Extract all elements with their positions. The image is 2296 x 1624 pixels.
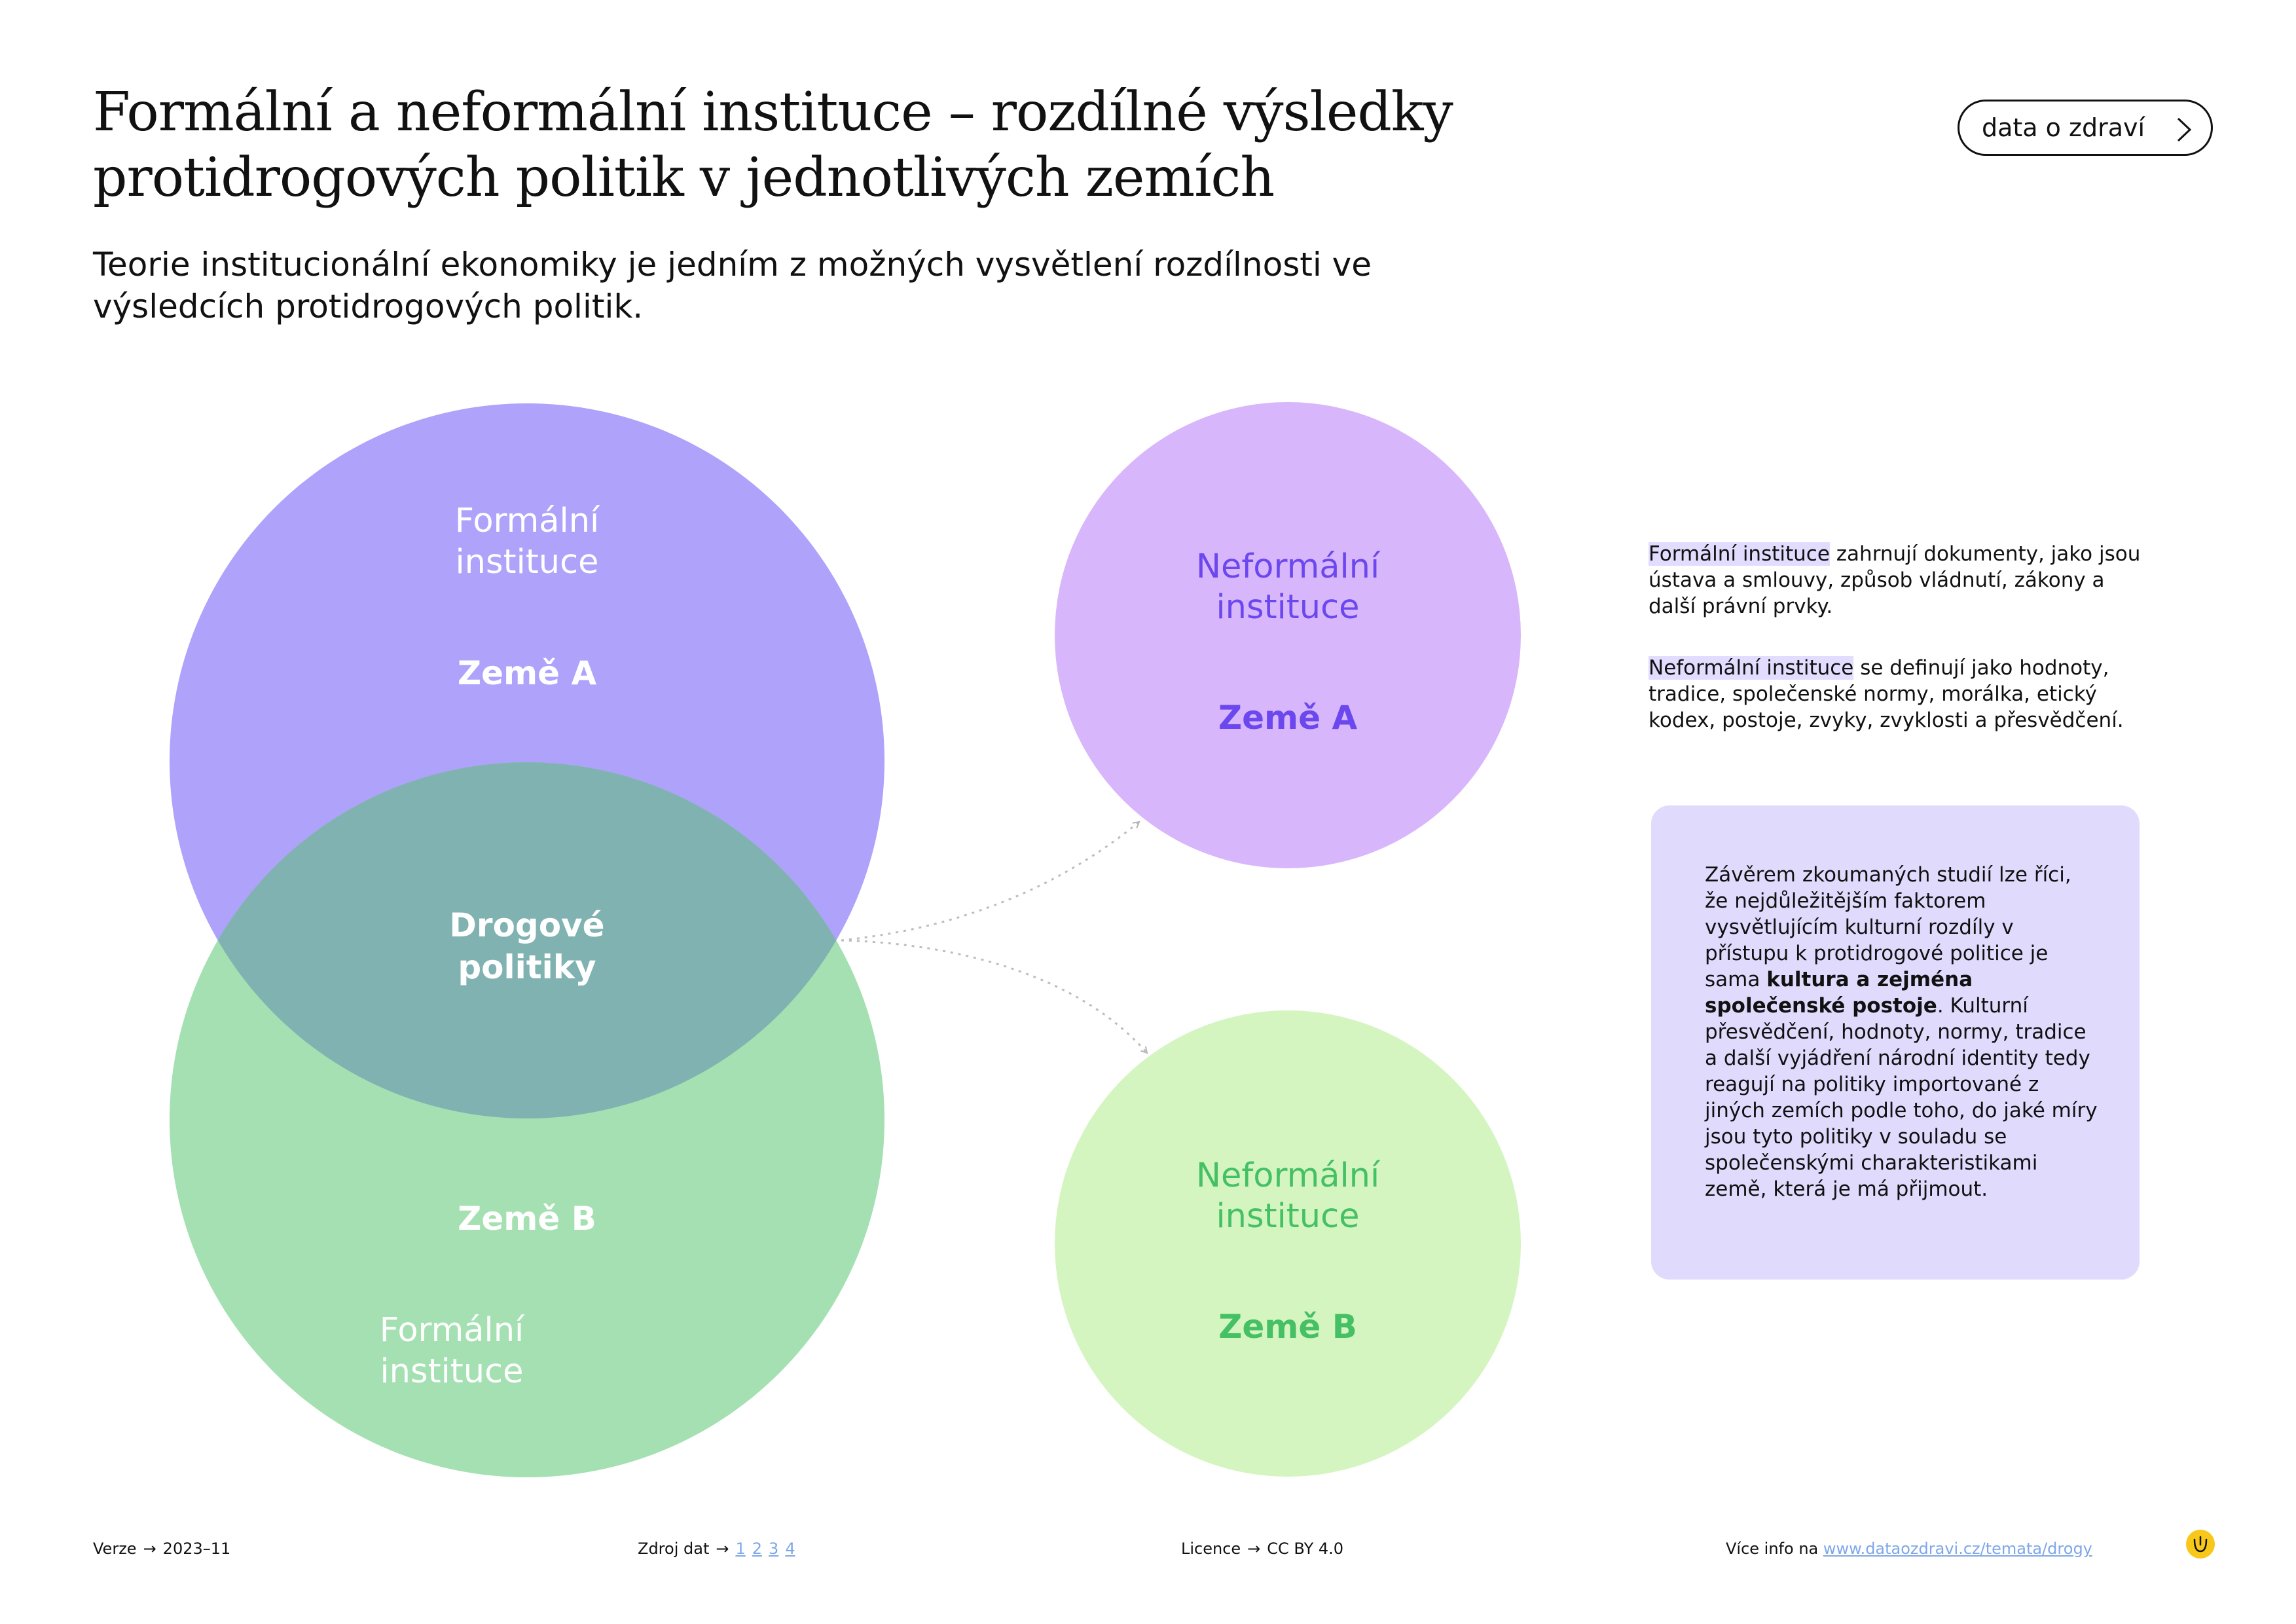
formal-institutions-definition: Formální instituce zahrnují dokumenty, j… (1649, 541, 2146, 619)
small-top-label-line2: instituce (1216, 588, 1360, 627)
formal-institutions-term: Formální instituce (1649, 542, 1830, 566)
big-bottom-country: Země B (458, 1200, 596, 1238)
small-top-country: Země A (1218, 699, 1358, 737)
big-top-country: Země A (458, 654, 597, 692)
big-bottom-label-line1: Formální (380, 1311, 525, 1350)
footer-license: Licence → CC BY 4.0 (1181, 1539, 1343, 1559)
more-info-link[interactable]: www.dataozdravi.cz/temata/drogy (1823, 1540, 2092, 1558)
license-value: CC BY 4.0 (1267, 1540, 1344, 1558)
informal-institutions-definition: Neformální instituce se definují jako ho… (1649, 655, 2146, 733)
overlap-label-line1: Drogové (449, 906, 604, 944)
small-bottom-country: Země B (1218, 1308, 1357, 1346)
overlap-label-line2: politiky (458, 948, 596, 986)
conclusion-text: Závěrem zkoumaných studií lze říci, že n… (1705, 862, 2098, 1202)
page-title: Formální a neformální instituce – rozdíl… (93, 81, 1453, 209)
big-top-label-line2: instituce (456, 543, 599, 581)
version-label: Verze (93, 1540, 137, 1558)
chevron-right-icon (2177, 117, 2192, 142)
arrow-right-icon: → (143, 1540, 156, 1558)
connector-arrow-to-country-a (841, 822, 1139, 942)
formal-institutions-text: zahrnují dokumenty, jako jsou ústava a s… (1649, 542, 2141, 618)
source-link-3[interactable]: 3 (769, 1540, 779, 1558)
source-link-4[interactable]: 4 (785, 1540, 795, 1558)
footer-version: Verze → 2023–11 (93, 1539, 230, 1559)
source-link-1[interactable]: 1 (735, 1540, 746, 1558)
informal-institutions-term: Neformální instituce (1649, 656, 1854, 680)
small-top-label-line1: Neformální (1196, 547, 1381, 586)
small-bottom-label-line2: instituce (1216, 1197, 1360, 1236)
conclusion-text-bold: kultura a zejména společenské postoje (1705, 968, 1973, 1018)
source-link-2[interactable]: 2 (752, 1540, 763, 1558)
data-o-zdravi-button[interactable]: data o zdraví (1958, 100, 2213, 156)
arrow-right-icon: → (716, 1540, 729, 1558)
big-top-label-line1: Formální (455, 502, 600, 540)
license-label: Licence (1181, 1540, 1241, 1558)
source-label: Zdroj dat (638, 1540, 710, 1558)
footer-more-info: Více info na www.dataozdravi.cz/temata/d… (1726, 1539, 2092, 1559)
conclusion-text-before: Závěrem zkoumaných studií lze říci, že n… (1705, 863, 2071, 991)
informal-institutions-country-b-circle (1055, 1010, 1521, 1477)
more-info-label: Více info na (1726, 1540, 1819, 1558)
small-bottom-label-line1: Neformální (1196, 1156, 1381, 1195)
drug-policy-overlap (170, 762, 884, 1118)
conclusion-text-after: . Kulturní přesvědčení, hodnoty, normy, … (1705, 994, 2098, 1201)
connector-arrow-to-country-b (841, 939, 1147, 1053)
version-value: 2023–11 (162, 1540, 231, 1558)
arrow-right-icon: → (1247, 1540, 1261, 1558)
informal-institutions-text: se definují jako hodnoty, tradice, spole… (1649, 656, 2124, 732)
page-subtitle: Teorie institucionální ekonomiky je jedn… (93, 246, 1372, 325)
brand-logo-icon (2186, 1530, 2215, 1559)
big-bottom-label-line2: instituce (380, 1352, 524, 1391)
informal-institutions-country-a-circle (1055, 402, 1521, 868)
conclusion-panel: Závěrem zkoumaných studií lze říci, že n… (1651, 805, 2140, 1280)
nav-button-label: data o zdraví (1982, 113, 2145, 142)
